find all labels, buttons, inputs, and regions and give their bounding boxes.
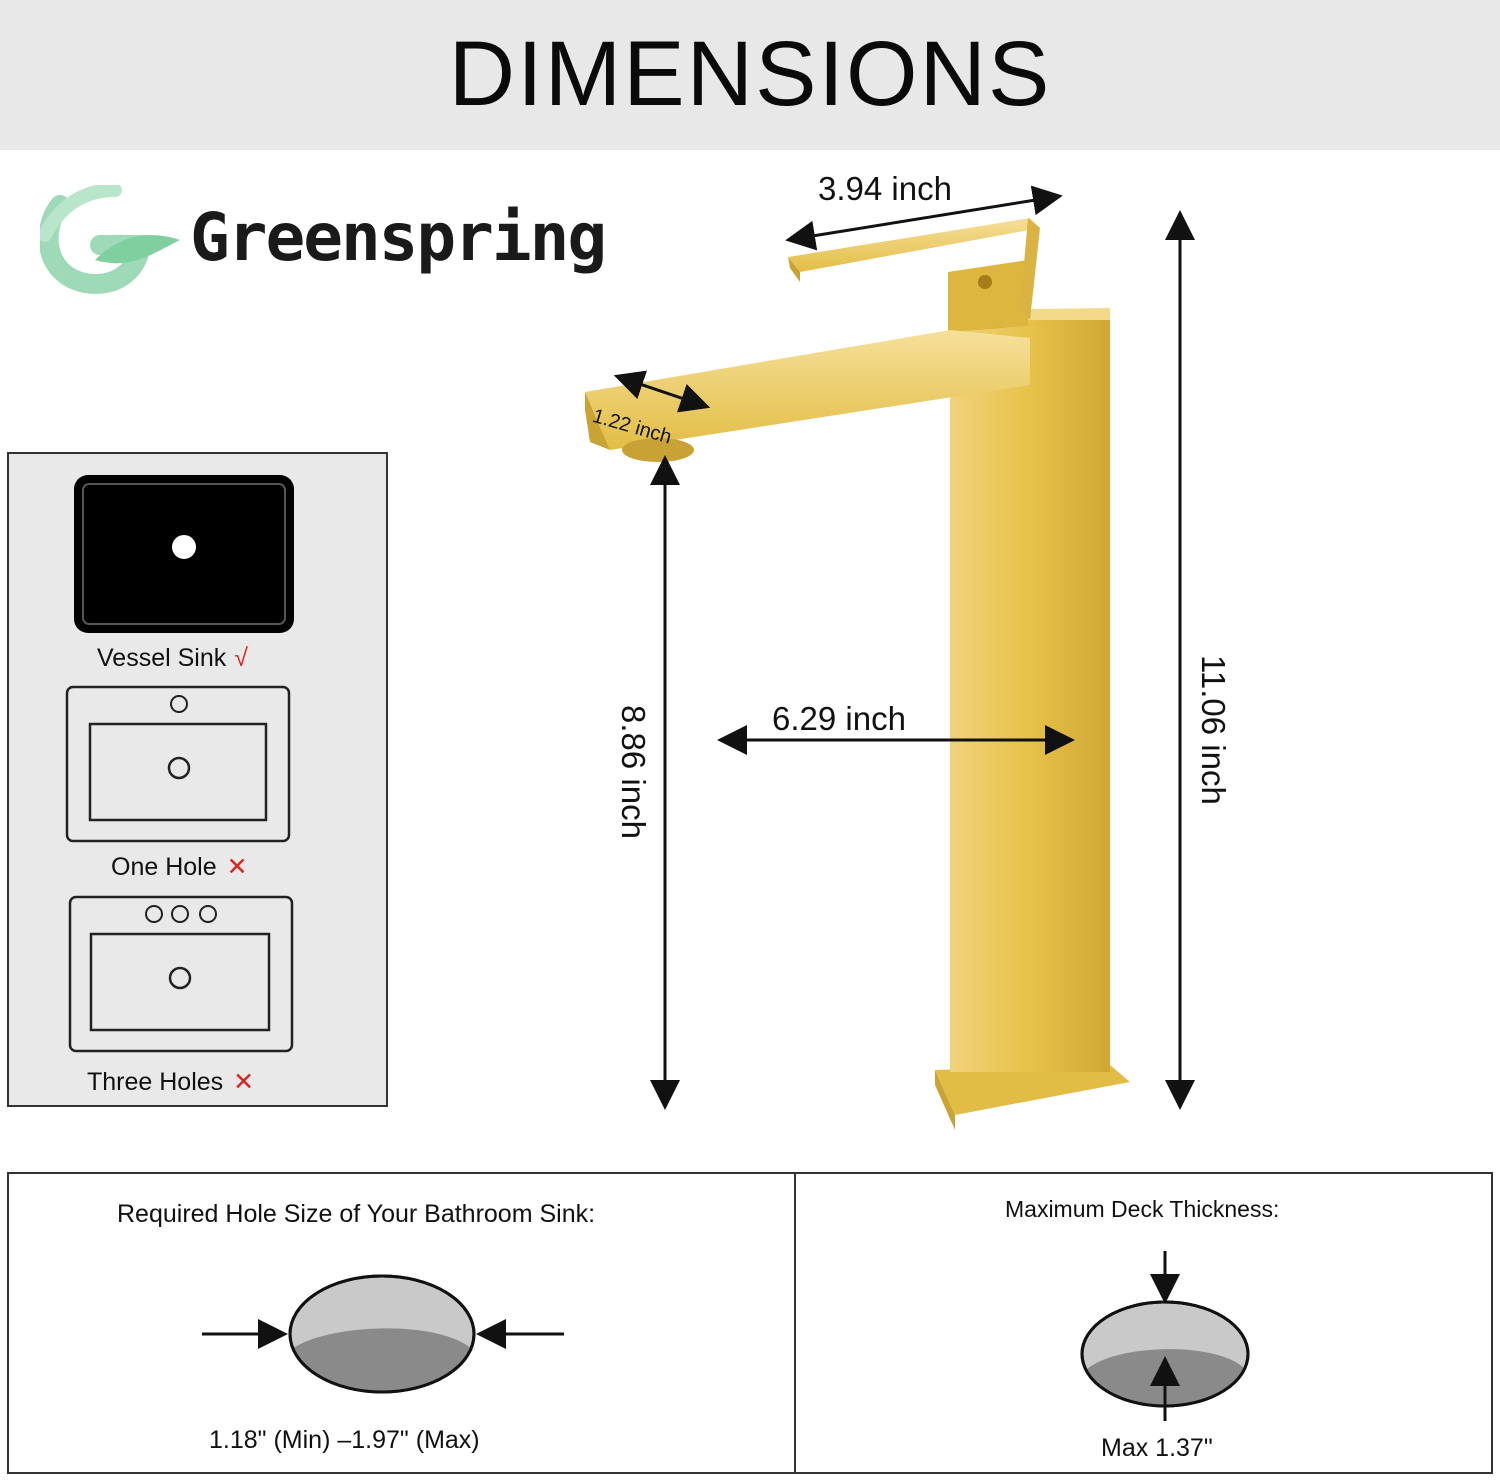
deck-thickness-value: Max 1.37" bbox=[1101, 1434, 1213, 1462]
cross-mark-icon: ✕ bbox=[226, 853, 248, 881]
header-banner: DIMENSIONS bbox=[0, 0, 1500, 150]
bottom-info-section: Required Hole Size of Your Bathroom Sink… bbox=[7, 1172, 1493, 1474]
vessel-sink-icon bbox=[74, 475, 294, 633]
check-mark-icon: √ bbox=[234, 644, 248, 672]
brand-logo: Greenspring bbox=[40, 185, 607, 295]
sink-label-vessel: Vessel Sink√ bbox=[97, 644, 248, 673]
sink-label-three-holes: Three Holes ✕ bbox=[87, 1067, 254, 1097]
sink-label-text: Three Holes bbox=[87, 1068, 224, 1096]
hole-size-title: Required Hole Size of Your Bathroom Sink… bbox=[117, 1200, 596, 1228]
leaf-logo-icon bbox=[40, 185, 180, 294]
sink-label-one-hole: One Hole ✕ bbox=[111, 852, 248, 882]
spout-reach-label: 6.29 inch bbox=[772, 700, 906, 737]
cross-mark-icon: ✕ bbox=[233, 1068, 255, 1096]
faucet-illustration bbox=[585, 218, 1130, 1130]
one-hole-sink-icon bbox=[65, 685, 291, 843]
sink-label-text: Vessel Sink bbox=[97, 644, 227, 672]
deck-thickness-icon bbox=[1080, 1251, 1250, 1421]
faucet-dimension-diagram: 3.94 inch 1.22 inch 8.86 inch 6.29 inch … bbox=[560, 160, 1260, 1140]
dimension-arrows bbox=[613, 185, 1195, 1110]
spout-height-label: 8.86 inch bbox=[615, 705, 652, 839]
handle-length-label: 3.94 inch bbox=[818, 170, 952, 207]
brand-name: Greenspring bbox=[190, 199, 607, 276]
deck-thickness-title: Maximum Deck Thickness: bbox=[1005, 1196, 1280, 1222]
page-title: DIMENSIONS bbox=[448, 23, 1052, 125]
three-hole-sink-icon bbox=[68, 895, 294, 1053]
hole-size-icon bbox=[202, 1274, 564, 1394]
sink-compatibility-panel: Vessel Sink√ One Hole ✕ Three Holes ✕ bbox=[7, 452, 388, 1107]
hole-size-range: 1.18" (Min) –1.97" (Max) bbox=[209, 1426, 480, 1454]
section-divider bbox=[794, 1174, 796, 1472]
sink-label-text: One Hole bbox=[111, 853, 217, 881]
total-height-label: 11.06 inch bbox=[1195, 655, 1232, 805]
